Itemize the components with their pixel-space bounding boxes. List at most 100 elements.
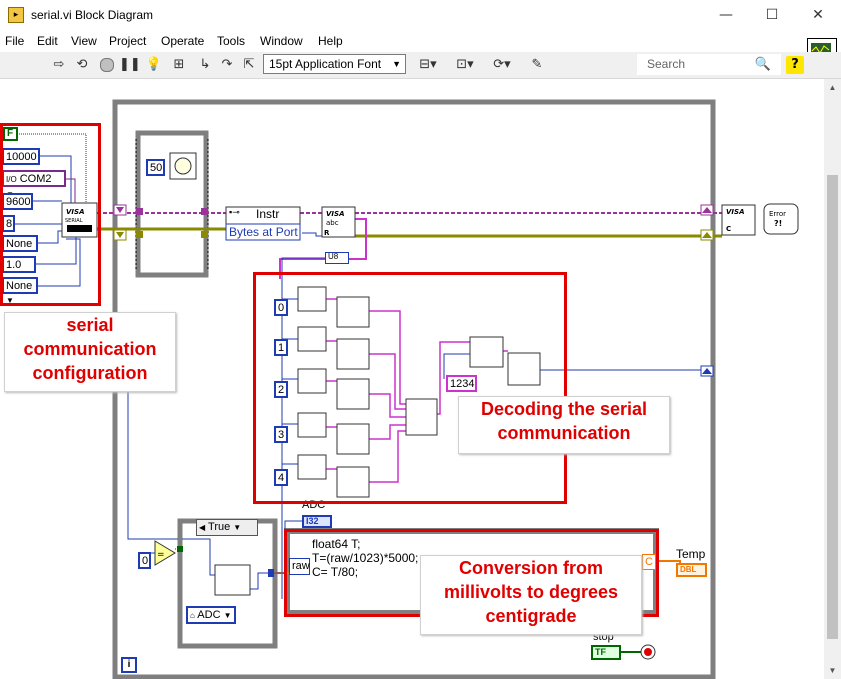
close-button[interactable]: ✕: [812, 7, 824, 23]
index-constant-2[interactable]: 2: [274, 381, 288, 398]
index-constant-0[interactable]: 0: [274, 299, 288, 316]
formula-output-c: C: [642, 554, 656, 570]
svg-text:VISA: VISA: [66, 208, 84, 216]
case-selector[interactable]: ◀ True ▼: [196, 519, 258, 536]
svg-text:C: C: [726, 225, 731, 233]
font-select-value: 15pt Application Font: [269, 57, 382, 71]
flow-control-enum[interactable]: None ▼: [2, 277, 38, 305]
svg-text:VISA: VISA: [726, 208, 744, 216]
chevron-down-icon: ▼: [223, 611, 232, 620]
svg-text:?!: ?!: [774, 219, 782, 228]
svg-text:VISA: VISA: [326, 210, 344, 218]
u8-conversion: U8: [325, 252, 349, 264]
property-instr-label: Instr: [256, 207, 280, 221]
decoding-highlight: [253, 272, 567, 504]
labview-app-icon: ▸: [8, 7, 24, 23]
temp-label: Temp: [676, 547, 706, 561]
menu-window[interactable]: Window: [260, 34, 303, 48]
toolbar: ⇨ ⟲ ❚❚ 💡 ⊞ ↳ ↷ ⇱ 15pt Application Font ▼…: [0, 52, 841, 79]
chevron-down-icon: ▼: [233, 523, 242, 532]
run-continuously-icon[interactable]: ⟲: [76, 57, 88, 72]
block-diagram-canvas[interactable]: VISA SERIAL VISA abc R VISA C Error ?!: [0, 79, 824, 679]
case-selector-value: True: [208, 521, 231, 533]
cleanup-diagram-icon[interactable]: ✎: [531, 57, 543, 72]
help-icon[interactable]: ?: [786, 56, 804, 74]
const-1234[interactable]: 1234: [446, 375, 477, 392]
minimize-button[interactable]: —: [719, 7, 733, 23]
menu-help[interactable]: Help: [318, 34, 343, 48]
data-bits-constant[interactable]: 8: [2, 215, 15, 232]
wait-ms-constant[interactable]: 50: [146, 159, 165, 176]
menu-bar: File Edit View Project Operate Tools Win…: [0, 31, 841, 51]
parity-value: None: [6, 238, 33, 250]
zero-constant[interactable]: 0: [138, 552, 151, 569]
svg-text:Error: Error: [769, 210, 786, 218]
home-icon: ⌂: [190, 611, 195, 620]
pause-icon[interactable]: ❚❚: [119, 57, 141, 72]
index-constant-3[interactable]: 3: [274, 426, 288, 443]
retain-wire-values-icon[interactable]: ⊞: [173, 57, 185, 72]
stop-control[interactable]: TF: [591, 645, 621, 660]
run-icon[interactable]: ⇨: [53, 57, 65, 72]
serial-config-annotation: serial communication configuration: [4, 312, 176, 392]
distribute-objects-icon[interactable]: ⊡▾: [456, 57, 474, 72]
property-node-ref-icon: ▪⊸: [229, 207, 240, 217]
vertical-scrollbar[interactable]: ▲ ▼: [824, 79, 841, 679]
formula-line: C= T/80;: [312, 565, 359, 579]
index-constant-4[interactable]: 4: [274, 469, 288, 486]
formula-line: T=(raw/1023)*5000;: [312, 551, 419, 565]
svg-text:SERIAL: SERIAL: [65, 218, 83, 224]
visa-resource-port[interactable]: I/O COM2 ▼: [2, 170, 66, 199]
serial-config-highlight: [0, 123, 101, 306]
scrollbar-thumb[interactable]: [827, 175, 838, 639]
timeout-constant[interactable]: 10000: [2, 148, 40, 165]
menu-view[interactable]: View: [71, 34, 97, 48]
scroll-down-icon[interactable]: ▼: [828, 666, 837, 675]
menu-operate[interactable]: Operate: [161, 34, 205, 48]
step-out-icon[interactable]: ⇱: [243, 57, 255, 72]
formula-input-raw: raw: [289, 558, 310, 575]
adc-i32-indicator[interactable]: I32: [302, 515, 332, 528]
stop-bits-value: 1.0: [6, 259, 22, 271]
bool-constant[interactable]: F: [3, 127, 18, 141]
loop-iteration-terminal: i: [121, 657, 137, 673]
step-into-icon[interactable]: ↳: [199, 57, 211, 72]
scroll-up-icon[interactable]: ▲: [828, 83, 837, 92]
search-icon[interactable]: 🔍: [754, 57, 772, 72]
svg-text:=: =: [157, 550, 165, 560]
abort-icon[interactable]: [98, 56, 116, 74]
stop-bits-enum[interactable]: 1.0 ▼: [2, 256, 36, 284]
font-select[interactable]: 15pt Application Font ▼: [263, 54, 406, 74]
formula-code[interactable]: float64 T; T=(raw/1023)*5000; C= T/80;: [312, 537, 418, 579]
menu-edit[interactable]: Edit: [37, 34, 58, 48]
conversion-annotation: Conversion from millivolts to degrees ce…: [420, 555, 642, 635]
formula-line: float64 T;: [312, 537, 361, 551]
svg-text:abc: abc: [326, 219, 339, 227]
window-title: serial.vi Block Diagram: [31, 8, 154, 22]
search-input[interactable]: Search: [637, 54, 781, 75]
svg-text:R: R: [324, 229, 330, 237]
bytes-at-port-property[interactable]: Bytes at Port: [229, 225, 298, 239]
port-value: COM2: [19, 173, 52, 185]
decoding-annotation: Decoding the serial communication: [458, 396, 670, 454]
maximize-button[interactable]: ☐: [765, 7, 779, 23]
search-placeholder: Search: [647, 57, 686, 71]
index-constant-1[interactable]: 1: [274, 339, 288, 356]
align-objects-icon[interactable]: ⊟▾: [419, 57, 437, 72]
visa-resource-icon: I/O: [6, 175, 17, 184]
menu-file[interactable]: File: [5, 34, 25, 48]
menu-project[interactable]: Project: [109, 34, 147, 48]
chevron-down-icon: ▼: [6, 296, 14, 305]
baud-rate-constant[interactable]: 9600: [2, 193, 33, 210]
temp-dbl-indicator[interactable]: DBL: [676, 563, 707, 577]
title-bar: ▸ serial.vi Block Diagram — ☐ ✕: [0, 0, 841, 30]
chevron-down-icon: ▼: [392, 59, 401, 69]
highlight-execution-icon[interactable]: 💡: [145, 57, 163, 72]
flow-control-value: None: [6, 280, 33, 292]
chevron-left-icon: ◀: [199, 523, 206, 532]
adc-enum[interactable]: ⌂ ADC ▼: [186, 606, 236, 624]
menu-tools[interactable]: Tools: [217, 34, 246, 48]
reorder-icon[interactable]: ⟳▾: [493, 57, 511, 72]
step-over-icon[interactable]: ↷: [221, 57, 233, 72]
adc-enum-value: ADC: [197, 609, 221, 621]
